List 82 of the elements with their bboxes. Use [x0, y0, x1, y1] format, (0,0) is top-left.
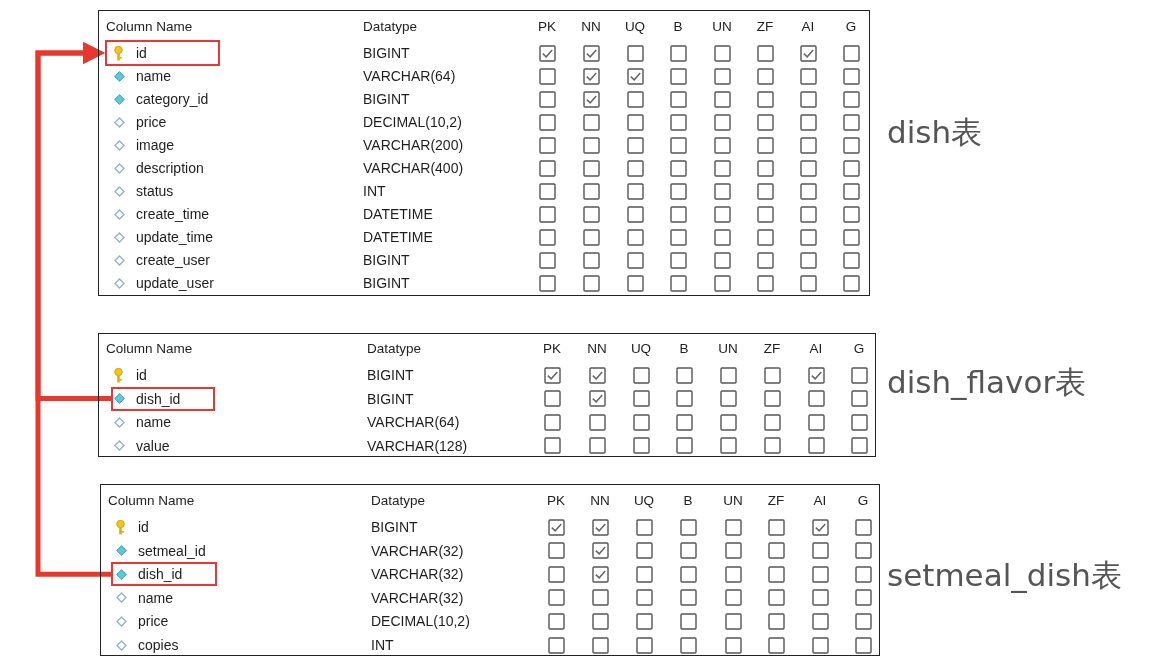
data-type: DECIMAL(10,2) — [363, 115, 462, 129]
column-name: id — [136, 368, 147, 382]
column-header: UQ — [630, 342, 652, 356]
column-header: B — [673, 20, 683, 34]
column-header: Column Name — [106, 20, 193, 34]
table-panel — [100, 484, 880, 656]
column-header: UN — [712, 20, 732, 34]
column-name: setmeal_id — [138, 543, 206, 558]
column-header: ZF — [756, 20, 774, 34]
data-type: BIGINT — [367, 368, 414, 382]
column-header: AI — [813, 494, 827, 508]
column-header: PK — [543, 342, 561, 356]
data-type: VARCHAR(32) — [371, 567, 464, 582]
column-header: Column Name — [108, 494, 195, 508]
column-name: price — [138, 614, 169, 629]
column-header: NN — [590, 494, 610, 508]
column-header: NN — [587, 342, 607, 356]
column-name: name — [138, 590, 174, 605]
data-type: DATETIME — [363, 207, 433, 221]
column-header: AI — [809, 342, 823, 356]
data-type: VARCHAR(400) — [363, 161, 464, 175]
table-title: setmeal_dish表 — [887, 559, 1122, 591]
table-title: dish表 — [887, 116, 983, 148]
column-header: ZF — [767, 494, 785, 508]
column-header: Datatype — [367, 342, 422, 356]
highlight-frame — [105, 40, 220, 66]
column-name: dish_id — [136, 391, 181, 406]
data-type: DATETIME — [363, 230, 433, 244]
column-header: UN — [723, 494, 743, 508]
data-type: VARCHAR(32) — [371, 590, 464, 605]
column-header: UQ — [624, 20, 646, 34]
column-name: create_time — [136, 207, 210, 221]
column-name: dish_id — [138, 567, 183, 582]
table-panel — [98, 10, 870, 296]
column-name: copies — [138, 638, 179, 652]
column-header: B — [683, 494, 693, 508]
column-name: category_id — [136, 92, 209, 106]
column-name: status — [136, 184, 174, 198]
data-type: DECIMAL(10,2) — [371, 614, 470, 629]
column-name: name — [136, 415, 172, 429]
column-header: UN — [718, 342, 738, 356]
column-name: update_time — [136, 230, 214, 244]
column-header: UQ — [633, 494, 655, 508]
column-name: price — [136, 115, 167, 129]
column-header: G — [857, 494, 869, 508]
column-name: update_user — [136, 276, 214, 290]
column-name: name — [136, 69, 172, 83]
column-header: ZF — [763, 342, 781, 356]
column-name: value — [136, 438, 170, 453]
data-type: VARCHAR(32) — [371, 543, 464, 558]
table-title: dish_flavor表 — [887, 366, 1087, 398]
column-header: AI — [801, 20, 815, 34]
column-header: Datatype — [363, 20, 418, 34]
column-name: image — [136, 138, 175, 152]
column-header: Column Name — [106, 342, 193, 356]
table-panel — [98, 333, 876, 457]
column-name: create_user — [136, 253, 210, 267]
connector-arrow — [35, 42, 111, 577]
column-header: G — [853, 342, 865, 356]
data-type: INT — [371, 638, 394, 652]
data-type: BIGINT — [363, 46, 410, 60]
highlight-frame — [111, 562, 217, 587]
column-name: id — [138, 520, 149, 534]
data-type: VARCHAR(64) — [363, 69, 456, 83]
column-name: id — [136, 46, 147, 60]
column-header: PK — [538, 20, 556, 34]
column-header: B — [679, 342, 689, 356]
data-type: BIGINT — [367, 391, 414, 406]
column-name: description — [136, 161, 204, 175]
column-header: G — [845, 20, 857, 34]
data-type: VARCHAR(64) — [367, 415, 460, 429]
column-header: NN — [581, 20, 601, 34]
data-type: BIGINT — [371, 520, 418, 534]
data-type: BIGINT — [363, 276, 410, 290]
highlight-frame — [111, 386, 215, 411]
data-type: BIGINT — [363, 92, 410, 106]
data-type: INT — [363, 184, 386, 198]
column-header: PK — [547, 494, 565, 508]
data-type: VARCHAR(200) — [363, 138, 464, 152]
column-header: Datatype — [371, 494, 426, 508]
data-type: BIGINT — [363, 253, 410, 267]
data-type: VARCHAR(128) — [367, 438, 468, 453]
